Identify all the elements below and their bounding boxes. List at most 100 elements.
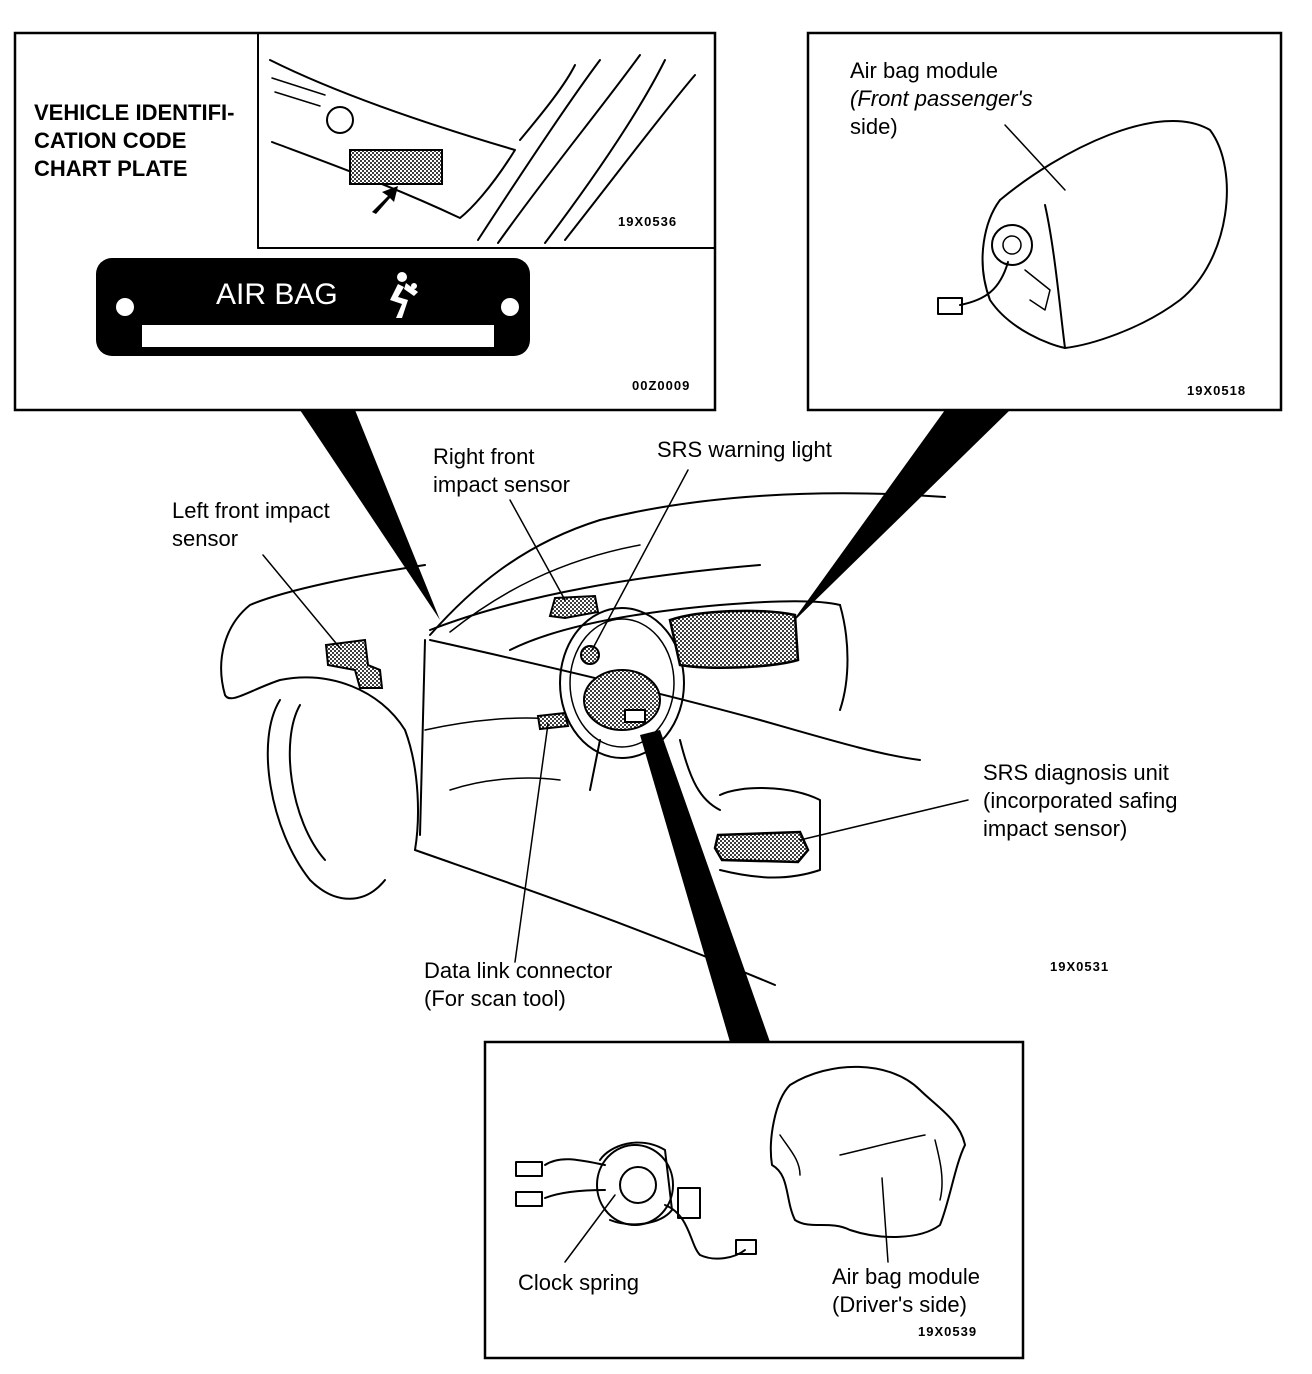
- passenger-airbag-module-illustration: [937, 120, 1228, 349]
- leader-srs-warning-light: [591, 469, 689, 651]
- leader-right-front-sensor: [509, 499, 566, 601]
- plate-hole-left: [116, 298, 134, 316]
- car-hood-outline: [220, 564, 426, 696]
- passenger-panel-code: 19X0518: [1187, 383, 1246, 398]
- passenger-airbag-label-line-3: side): [850, 114, 898, 139]
- right-front-sensor-label-line-2: impact sensor: [433, 472, 570, 497]
- dashboard-right: [839, 604, 849, 711]
- pointer-wedge-passenger-airbag: [790, 410, 1010, 625]
- washer-nozzle: [326, 106, 354, 134]
- cowl-line: [429, 639, 921, 761]
- clock-spring-connector-4: [735, 1239, 757, 1255]
- data-link-connector-label-line-1: Data link connector: [424, 958, 612, 983]
- right-front-sensor-label-line-1: Right front: [433, 444, 535, 469]
- vin-title-line-3: CHART PLATE: [34, 156, 188, 181]
- srs-diagnosis-unit: [713, 830, 810, 864]
- windshield-line-1: [477, 59, 601, 241]
- driver-airbag-label-line-1: Air bag module: [832, 1264, 980, 1289]
- front-wheel-inner: [288, 704, 326, 861]
- main-diagram-code: 19X0531: [1050, 959, 1109, 974]
- steering-wheel-rim: [559, 607, 685, 759]
- vent-grille-2: [274, 91, 321, 107]
- driver-airbag-hub: [583, 669, 661, 731]
- clock-spring-housing: [599, 1141, 673, 1226]
- leader-srs-diagnosis-unit: [799, 799, 969, 841]
- callout-pointers: [262, 410, 1010, 1042]
- vin-plate-panel: VEHICLE IDENTIFI- CATION CODE CHART PLAT…: [13, 31, 717, 412]
- data-link-connector-label-line-2: (For scan tool): [424, 986, 566, 1011]
- driver-airbag-leader: [881, 1177, 889, 1263]
- data-link-connector: [536, 711, 570, 731]
- clock-spring-illustration: [515, 1141, 757, 1260]
- passenger-label-leader: [1004, 124, 1066, 191]
- driver-airbag-cover: [769, 1065, 966, 1238]
- passenger-airbag-module: [668, 609, 800, 669]
- srs-diagnosis-label-line-2: (incorporated safing: [983, 788, 1177, 813]
- driver-airbag-label-line-2: (Driver's side): [832, 1292, 967, 1317]
- left-front-impact-sensor: [324, 638, 384, 689]
- steering-wheel-notch: [624, 709, 646, 723]
- plate-code: 00Z0009: [632, 378, 690, 393]
- vin-plate-location: [349, 149, 443, 185]
- clock-spring-hub: [619, 1166, 657, 1204]
- vin-title-line-1: VEHICLE IDENTIFI-: [34, 100, 234, 125]
- passenger-panel-border: [806, 31, 1283, 412]
- srs-warning-light: [580, 645, 600, 665]
- left-front-sensor-label-line-2: sensor: [172, 526, 238, 551]
- car-illustration: [220, 492, 946, 986]
- srs-diagnosis-label-line-3: impact sensor): [983, 816, 1127, 841]
- vin-detail-code: 19X0536: [618, 214, 677, 229]
- right-front-impact-sensor: [548, 594, 600, 620]
- pointer-wedge-vin-plate: [300, 410, 440, 620]
- steering-column: [589, 739, 601, 791]
- clock-spring-connector-1: [515, 1161, 543, 1177]
- leader-data-link-connector: [514, 723, 549, 963]
- air-bag-plate: AIR BAG: [96, 258, 530, 356]
- plate-blank-strip: [142, 325, 494, 347]
- vin-location-detail: 19X0536: [269, 54, 696, 244]
- seated-person-airbag-icon: [390, 272, 418, 318]
- windshield-line-3: [544, 59, 666, 244]
- windshield-base: [429, 564, 761, 631]
- left-front-sensor-label-line-1: Left front impact: [172, 498, 330, 523]
- module-cover: [999, 120, 1228, 349]
- door-front-edge: [419, 639, 426, 836]
- driver-airbag-illustration: [769, 1065, 966, 1238]
- fender-line-1: [519, 64, 576, 141]
- clock-spring-harness-upper: [544, 1158, 606, 1166]
- clock-spring-connector-3: [677, 1187, 701, 1219]
- module-inflator: [991, 224, 1033, 266]
- door-pocket: [449, 777, 561, 791]
- main-callout-labels: Left front impact sensor Right front imp…: [172, 437, 1177, 1011]
- module-housing: [981, 199, 1066, 349]
- console: [679, 739, 721, 811]
- windshield-inner: [449, 544, 641, 633]
- driver-airbag-spoke-left: [779, 1134, 801, 1176]
- driver-panel-border: [483, 1040, 1025, 1360]
- arrow-icon: [372, 186, 398, 214]
- steering-wheel-rim-inner: [569, 618, 675, 748]
- driver-airbag-spoke-right: [934, 1139, 943, 1201]
- srs-diagnosis-label-line-1: SRS diagnosis unit: [983, 760, 1169, 785]
- passenger-airbag-label-line-2: (Front passenger's: [850, 86, 1033, 111]
- module-harness: [959, 261, 1009, 306]
- module-housing-side: [1044, 204, 1066, 349]
- a-pillar: [429, 519, 601, 636]
- module-inflator-center: [1002, 235, 1022, 255]
- module-connector: [937, 297, 963, 315]
- passenger-airbag-label-line-1: Air bag module: [850, 58, 998, 83]
- srs-warning-light-label: SRS warning light: [657, 437, 832, 462]
- pointer-wedge-driver-parts: [640, 730, 770, 1042]
- clock-spring-leader: [564, 1194, 616, 1263]
- vin-title-line-2: CATION CODE: [34, 128, 186, 153]
- plate-hole-right: [501, 298, 519, 316]
- passenger-airbag-panel: Air bag module (Front passenger's side) …: [806, 31, 1283, 412]
- clock-spring-label: Clock spring: [518, 1270, 639, 1295]
- module-bracket: [1024, 269, 1051, 311]
- plate-text: AIR BAG: [216, 278, 338, 311]
- windshield-line-4: [564, 74, 696, 241]
- driver-parts-panel: Clock spring Air bag module (Driver's si…: [483, 1040, 1025, 1360]
- front-wheel: [266, 699, 386, 900]
- driver-panel-code: 19X0539: [918, 1324, 977, 1339]
